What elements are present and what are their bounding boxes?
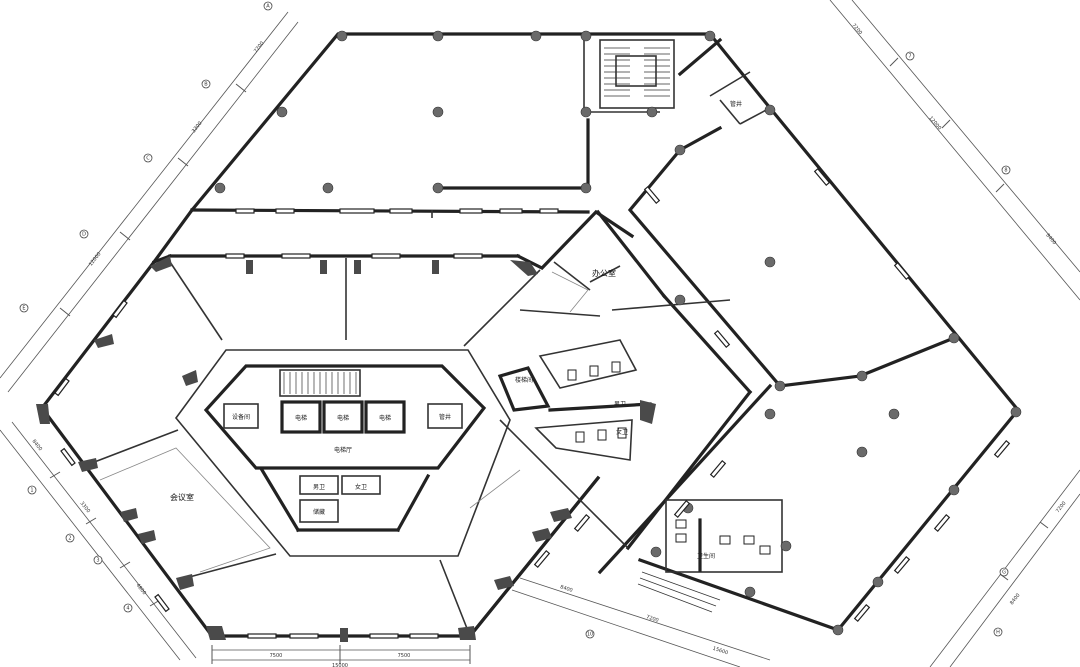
axis-label: 10	[587, 632, 593, 638]
axis-label: C	[146, 156, 150, 162]
dimension-texts: 7500 7500 15000 8400 3300 4800 7200 3300…	[31, 23, 1068, 667]
dim-text: 7200	[1055, 501, 1068, 515]
se-stair	[637, 571, 721, 613]
dim-text: 8400	[1044, 233, 1057, 247]
axis-label: 7	[908, 54, 911, 60]
room-label: 储藏	[313, 508, 325, 516]
axis-label: 3	[96, 558, 99, 564]
axis-bubbles: A B C D E 1 2 3 4 7 8 G H 10	[19, 1, 1011, 639]
axis-label: 1	[30, 488, 33, 494]
room-label: 管井	[439, 413, 451, 421]
axis-label: 4	[126, 606, 129, 612]
columns	[214, 30, 1022, 636]
ne-stair	[599, 39, 675, 109]
lift-label: 电梯	[295, 414, 307, 422]
room-label: 楼梯间	[515, 376, 533, 384]
room-label: 会议室	[170, 492, 194, 502]
interior-walls	[83, 210, 731, 637]
toilet-block-se: 卫生间	[637, 499, 783, 613]
dim-text: 12000	[927, 115, 942, 131]
axis-label: E	[22, 306, 25, 312]
axis-label: D	[82, 232, 86, 238]
lift-label: 电梯	[337, 414, 349, 422]
windows	[54, 167, 1011, 639]
dim-text: 12000	[88, 251, 103, 267]
room-label: 男卫	[614, 401, 626, 408]
axis-label: B	[204, 82, 208, 88]
dim-text: 3300	[191, 121, 204, 135]
axis-label: A	[266, 4, 270, 10]
core-stair	[283, 372, 357, 394]
dim-text: 7500	[398, 653, 411, 659]
room-label: 男卫	[313, 484, 325, 491]
axis-label: 2	[68, 536, 71, 542]
dim-text: 15600	[712, 646, 729, 657]
axis-label: 8	[1004, 168, 1007, 174]
dim-text: 8400	[31, 439, 44, 453]
room-label: 女卫	[355, 483, 367, 491]
dim-text: 7200	[645, 614, 659, 624]
lift-label: 电梯	[379, 414, 391, 422]
exterior-walls	[39, 31, 1021, 639]
dim-text: 3300	[79, 501, 92, 515]
elevator-hall-label: 电梯厅	[334, 446, 352, 454]
axis-label: G	[1002, 570, 1006, 576]
toilet-block-middle: 男卫 女卫	[497, 339, 652, 461]
room-label: 设备间	[232, 413, 250, 421]
dim-text: 8400	[559, 584, 573, 594]
room-label: 卫生间	[697, 552, 715, 560]
guide-lines	[99, 271, 589, 573]
room-labels: 会议室 办公室 管井 楼梯间	[170, 100, 742, 502]
dim-text: 7200	[850, 23, 863, 37]
dim-text: 7500	[270, 653, 283, 659]
piers	[36, 256, 656, 642]
axis-label: H	[996, 630, 1000, 636]
dim-text: 15000	[332, 663, 348, 667]
dim-text: 8400	[1009, 593, 1022, 607]
core-block: 电梯 电梯 电梯 设备间 管井 男卫 女卫 储藏 电梯厅	[174, 349, 511, 557]
dim-text: 4800	[135, 583, 148, 597]
room-label: 办公室	[592, 268, 616, 278]
room-label: 女卫	[616, 428, 628, 436]
room-label: 管井	[730, 100, 742, 108]
